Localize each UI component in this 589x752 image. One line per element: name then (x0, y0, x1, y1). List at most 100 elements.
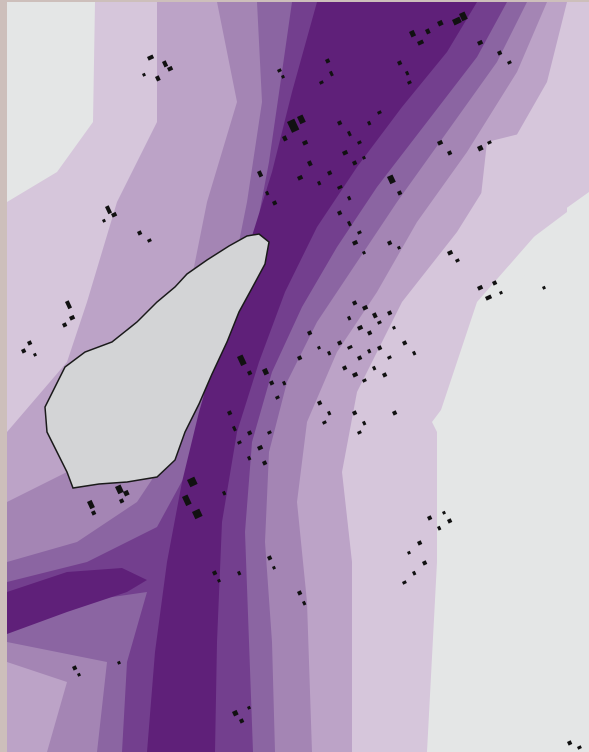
building (281, 380, 287, 386)
building (87, 499, 95, 510)
building (123, 489, 130, 497)
building (271, 200, 278, 206)
building (352, 410, 358, 416)
building (281, 135, 288, 142)
building (577, 745, 582, 750)
building (417, 540, 423, 546)
building (424, 28, 431, 35)
map-frame[interactable] (7, 2, 589, 752)
building (324, 58, 331, 64)
building (412, 350, 417, 356)
building (246, 455, 252, 461)
building (154, 75, 161, 82)
building (327, 350, 332, 356)
building (367, 348, 372, 354)
building (222, 490, 227, 496)
building (387, 310, 393, 316)
building (317, 345, 321, 350)
building (297, 114, 306, 125)
building (397, 245, 401, 250)
building (237, 570, 242, 576)
building (437, 525, 442, 531)
building (261, 460, 268, 466)
building (327, 170, 333, 176)
building (347, 195, 352, 201)
building (246, 705, 251, 710)
building (212, 570, 218, 576)
building (357, 430, 362, 435)
building (357, 324, 364, 331)
building (407, 550, 411, 555)
building (377, 110, 382, 115)
building (361, 250, 366, 255)
building (391, 325, 396, 330)
building (377, 320, 382, 325)
building (231, 709, 239, 717)
building (167, 65, 174, 72)
building (77, 672, 81, 677)
building (446, 150, 453, 156)
building (567, 740, 573, 746)
building (387, 174, 396, 185)
building (342, 149, 349, 156)
building (256, 444, 264, 451)
building (452, 16, 462, 26)
building (182, 494, 192, 507)
building (337, 184, 343, 190)
building (387, 240, 393, 246)
building (397, 60, 403, 66)
building (437, 19, 444, 27)
building (62, 322, 68, 328)
building (317, 400, 323, 406)
building (192, 508, 203, 520)
building (297, 590, 303, 596)
building (454, 258, 460, 263)
lake[interactable] (44, 233, 270, 489)
building (302, 139, 309, 146)
building (484, 294, 493, 301)
building (136, 230, 143, 236)
building (351, 300, 358, 306)
building (409, 29, 417, 38)
building (297, 355, 303, 361)
building (405, 70, 410, 76)
building (347, 344, 353, 350)
building (307, 160, 313, 167)
building (437, 139, 444, 146)
building (302, 600, 307, 606)
building (297, 174, 304, 181)
building (357, 355, 363, 361)
building (217, 578, 221, 583)
building (276, 68, 282, 73)
contour-band-1-patch-right (477, 122, 567, 242)
building (71, 665, 78, 671)
building (307, 330, 313, 336)
building (318, 80, 324, 85)
building (32, 352, 37, 357)
contour-band-6-lobe (7, 568, 147, 634)
building (147, 238, 152, 243)
building (357, 230, 362, 235)
building (367, 120, 372, 126)
building (246, 430, 253, 436)
noise-contour-map[interactable] (7, 2, 589, 752)
building (352, 239, 359, 246)
building (328, 70, 334, 77)
building (341, 365, 348, 371)
building (142, 72, 146, 77)
building (351, 160, 358, 166)
building (337, 210, 343, 216)
building (347, 130, 352, 137)
buildings-layer (20, 11, 582, 750)
building (477, 39, 484, 46)
building (397, 190, 403, 196)
building (317, 180, 322, 186)
building (387, 355, 392, 360)
building (105, 205, 113, 215)
building (441, 510, 446, 515)
building (477, 284, 484, 291)
building (327, 410, 332, 416)
building (239, 718, 245, 724)
building (407, 80, 412, 85)
building (262, 367, 270, 376)
